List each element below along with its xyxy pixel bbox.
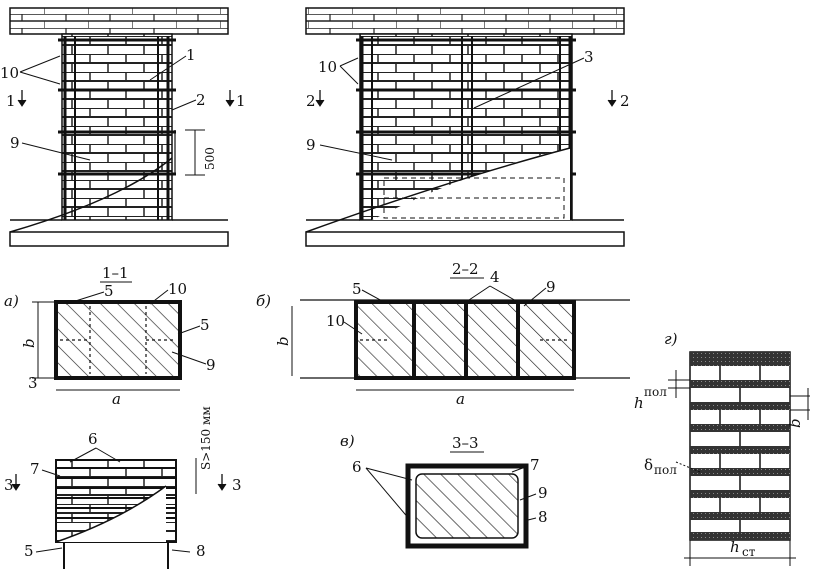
callout-7: 7 bbox=[30, 460, 40, 478]
callout-10: 10 bbox=[318, 58, 337, 76]
svg-text:пол: пол bbox=[654, 463, 677, 477]
elevation-1 bbox=[9, 7, 229, 247]
brick-pier bbox=[61, 33, 173, 221]
callout-3: 3 bbox=[584, 48, 594, 66]
section-mark-right: 1 bbox=[236, 92, 246, 110]
dim-a: a bbox=[456, 390, 465, 408]
callout-9: 9 bbox=[206, 356, 216, 374]
callout-5: 5 bbox=[24, 542, 34, 560]
cutaway-line bbox=[9, 157, 173, 233]
section-mark-left: 1 bbox=[6, 92, 16, 110]
section-mark-right: 3 bbox=[232, 476, 242, 494]
callout-9: 9 bbox=[538, 484, 548, 502]
dim-delta-pol: δ пол bbox=[644, 456, 701, 477]
callout-8: 8 bbox=[538, 508, 548, 526]
callout-9: 9 bbox=[306, 136, 316, 154]
callout-5b: 5 bbox=[200, 316, 210, 334]
callout-4: 4 bbox=[490, 268, 500, 286]
callout-5: 5 bbox=[352, 280, 362, 298]
svg-text:δ: δ bbox=[644, 456, 653, 474]
svg-text:b: b bbox=[786, 418, 804, 428]
callout-9: 9 bbox=[546, 278, 556, 296]
dim-a: a bbox=[112, 390, 121, 408]
dim-b: b bbox=[20, 338, 38, 348]
callout-6: 6 bbox=[352, 458, 362, 476]
dimension-500: 500 bbox=[203, 147, 217, 170]
label-a: а) bbox=[4, 292, 19, 310]
label-g: г) bbox=[664, 330, 678, 348]
callout-6: 6 bbox=[88, 430, 98, 448]
bottom-slab bbox=[9, 231, 229, 247]
callout-2: 2 bbox=[196, 91, 206, 109]
svg-text:h: h bbox=[634, 394, 644, 412]
dim-h-pol: h пол bbox=[634, 370, 690, 412]
callout-1: 1 bbox=[186, 46, 196, 64]
callout-10: 10 bbox=[0, 64, 19, 82]
elevation-2 bbox=[305, 7, 625, 247]
svg-text:ст: ст bbox=[742, 545, 756, 559]
section-title-3-3: 3–3 bbox=[452, 434, 479, 452]
callout-10: 10 bbox=[168, 280, 187, 298]
label-v: в) bbox=[340, 432, 355, 450]
section-title-1-1: 1–1 bbox=[102, 264, 129, 282]
wall-section-g bbox=[689, 351, 791, 541]
callout-5: 5 bbox=[104, 282, 114, 300]
callout-10: 10 bbox=[326, 312, 345, 330]
svg-text:пол: пол bbox=[644, 385, 667, 399]
dimension-s: S>150 мм bbox=[199, 406, 213, 470]
dim-b-g: b bbox=[786, 388, 810, 428]
section-mark-left: 2 bbox=[306, 92, 316, 110]
label-b: б) bbox=[256, 292, 271, 310]
section-title-2-2: 2–2 bbox=[452, 260, 479, 278]
dim-b: b bbox=[274, 336, 292, 346]
top-slab bbox=[9, 7, 229, 35]
callout-8: 8 bbox=[196, 542, 206, 560]
strips bbox=[58, 38, 176, 176]
callout-7: 7 bbox=[530, 456, 540, 474]
section-mark-left: 3 bbox=[4, 476, 14, 494]
section-mark-right: 2 bbox=[620, 92, 630, 110]
callout-3: 3 bbox=[28, 374, 38, 392]
svg-text:h: h bbox=[730, 538, 740, 556]
callout-9: 9 bbox=[10, 134, 20, 152]
dim-h-st: h ст bbox=[684, 538, 796, 566]
